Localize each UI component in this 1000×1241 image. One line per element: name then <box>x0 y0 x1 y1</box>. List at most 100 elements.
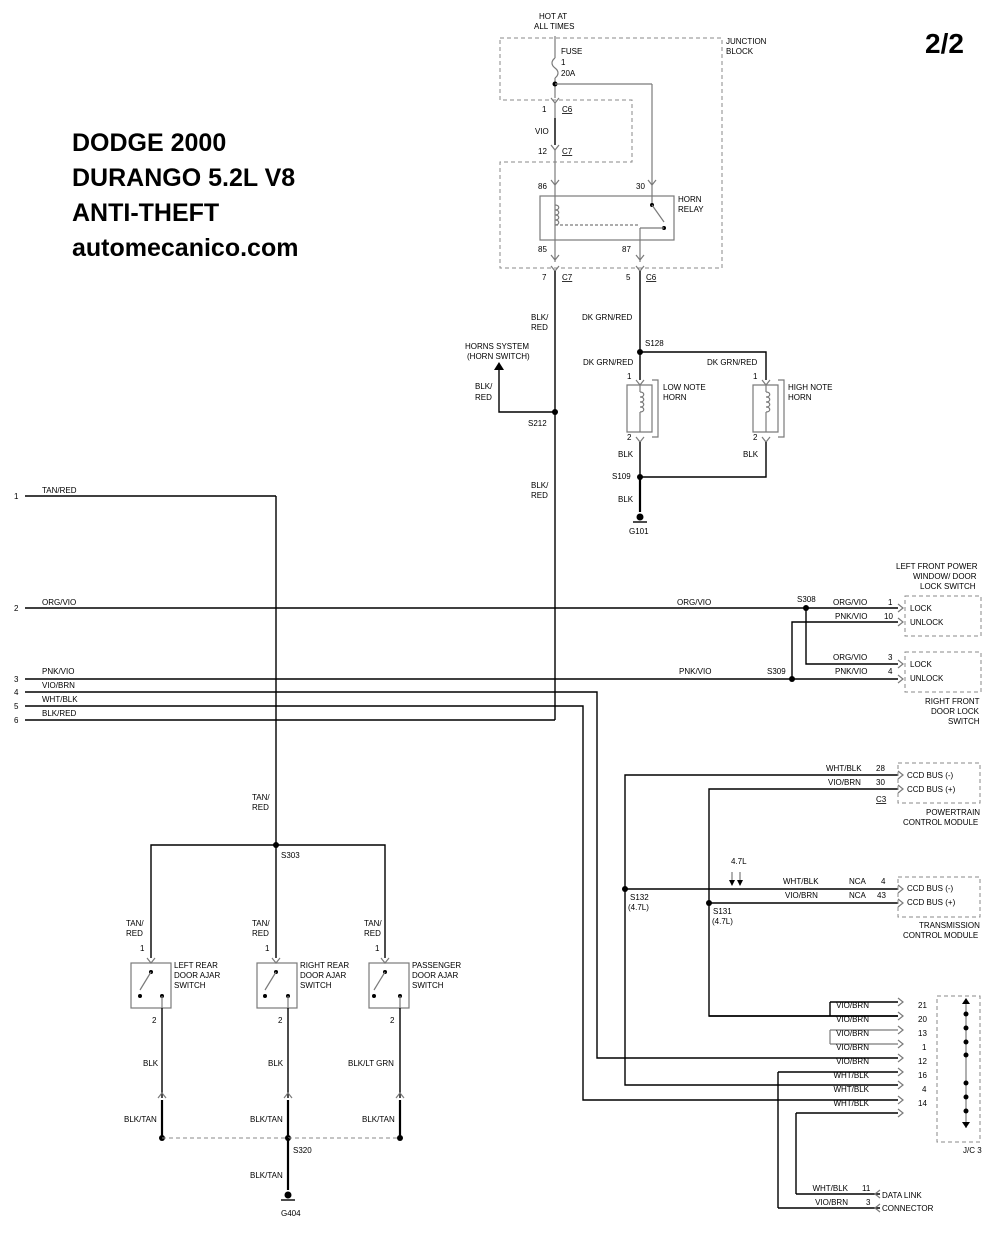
label-nca-2: NCA <box>849 891 867 900</box>
label-unlock-2: UNLOCK <box>910 674 944 683</box>
label-hot-at: HOT AT <box>539 12 567 21</box>
horn-relay <box>539 195 675 272</box>
label-high-horn-pin1: 1 <box>753 372 758 381</box>
label-tan-red: TAN/RED <box>42 486 77 495</box>
label-horns-system-1: HORNS SYSTEM <box>465 342 529 351</box>
label-c6-top: C6 <box>562 105 573 114</box>
label-blk-2: BLK <box>743 450 759 459</box>
passenger-door-ajar-switch <box>368 957 410 1141</box>
label-s131: S131 <box>713 907 732 916</box>
label-jc-pin-1: 1 <box>922 1043 927 1052</box>
label-c6-pin-bot: 5 <box>626 273 631 282</box>
label-blk-tan-3: BLK/TAN <box>362 1115 395 1124</box>
pcm-box <box>897 762 981 804</box>
horn-ground-wires <box>633 442 767 523</box>
label-s132: S132 <box>630 893 649 902</box>
label-lr-1: LEFT REAR <box>174 961 218 970</box>
label-c6-bot: C6 <box>646 273 657 282</box>
label-fuse-rating: 20A <box>561 69 576 78</box>
label-vio: VIO <box>535 127 549 136</box>
label-relay-85: 85 <box>538 245 547 254</box>
label-tan-red-6b: RED <box>126 929 143 938</box>
label-pcm-2: CONTROL MODULE <box>903 818 978 827</box>
label-pin-5: 5 <box>14 702 19 711</box>
label-blk-red-3b: RED <box>531 491 548 500</box>
label-nca-1: NCA <box>849 877 867 886</box>
label-rr-1: RIGHT REAR <box>300 961 349 970</box>
label-c7-bot: C7 <box>562 273 573 282</box>
label-s109: S109 <box>612 472 631 481</box>
fuse-1 <box>551 36 653 196</box>
label-s132-engine: (4.7L) <box>628 903 649 912</box>
label-dkgrnred-2: DK GRN/RED <box>583 358 633 367</box>
label-pin-4: 4 <box>14 688 19 697</box>
label-blk-red-3a: BLK/ <box>531 481 549 490</box>
label-lock-1: LOCK <box>910 604 932 613</box>
low-note-horn <box>626 379 659 443</box>
label-blk-tan-1: BLK/TAN <box>124 1115 157 1124</box>
label-lr-2: DOOR AJAR <box>174 971 220 980</box>
label-dlc-pin-11: 11 <box>862 1184 871 1193</box>
label-unlock-1: UNLOCK <box>910 618 944 627</box>
vio-feed-wire <box>550 97 657 196</box>
label-sw1-pin2: 2 <box>152 1016 157 1025</box>
label-pin-2: 2 <box>14 604 19 613</box>
label-jc-pin-12: 12 <box>918 1057 927 1066</box>
label-ccd-pos-2: CCD BUS (+) <box>907 898 956 907</box>
dk-grn-red-wire <box>635 271 771 386</box>
label-rfd-3: SWITCH <box>948 717 980 726</box>
label-tan-red-7b: RED <box>252 929 269 938</box>
label-c3: C3 <box>876 795 887 804</box>
junction-block-outline <box>499 37 723 269</box>
label-relay-30: 30 <box>636 182 645 191</box>
label-blk-5: BLK <box>268 1059 284 1068</box>
label-lfp-1: LEFT FRONT POWER <box>896 562 978 571</box>
label-sw2-pin1: 1 <box>265 944 270 953</box>
label-tan-red-8b: RED <box>364 929 381 938</box>
label-s320: S320 <box>293 1146 312 1155</box>
label-pd-3: SWITCH <box>412 981 444 990</box>
label-horn-relay-1: HORN <box>678 195 702 204</box>
right-rear-door-ajar-switch <box>256 957 298 1141</box>
label-dlc-2: CONNECTOR <box>882 1204 934 1213</box>
label-jc-pin-21: 21 <box>918 1001 927 1010</box>
label-ccd-pos-1: CCD BUS (+) <box>907 785 956 794</box>
label-dkgrnred-3: DK GRN/RED <box>707 358 757 367</box>
left-front-lock-switch-box <box>904 595 982 637</box>
label-c7-pin-top: 12 <box>538 147 547 156</box>
label-pcm-1: POWERTRAIN <box>926 808 980 817</box>
label-fuse: FUSE <box>561 47 582 56</box>
label-vio-brn-pcm: VIO/BRN <box>828 778 861 787</box>
label-vio-brn-tcm: VIO/BRN <box>785 891 818 900</box>
label-g404: G404 <box>281 1209 301 1218</box>
label-tcm-1: TRANSMISSION <box>919 921 980 930</box>
pnk-vio-wire <box>25 621 898 682</box>
label-blk-3: BLK <box>618 495 634 504</box>
label-tan-red-8a: TAN/ <box>364 919 382 928</box>
label-jc-wire-3: VIO/BRN <box>836 1029 869 1038</box>
title-model: DURANGO 5.2L V8 <box>72 164 296 192</box>
label-blk-red-2a: BLK/ <box>475 382 493 391</box>
label-low-horn-pin1: 1 <box>627 372 632 381</box>
right-front-lock-switch-box <box>904 651 982 693</box>
label-pd-1: PASSENGER <box>412 961 461 970</box>
label-jc-wire-2: VIO/BRN <box>836 1015 869 1024</box>
label-lr-3: SWITCH <box>174 981 206 990</box>
label-tan-red-7a: TAN/ <box>252 919 270 928</box>
label-g101: G101 <box>629 527 649 536</box>
label-dlc-pin-3: 3 <box>866 1198 871 1207</box>
label-jc-pin-4: 4 <box>922 1085 927 1094</box>
label-dlc-wire-2: VIO/BRN <box>815 1198 848 1207</box>
label-fuse-number: 1 <box>561 58 566 67</box>
label-jc3: J/C 3 <box>963 1146 982 1155</box>
blk-red-wire <box>25 271 558 721</box>
label-high-horn-pin2: 2 <box>753 433 758 442</box>
label-blk-red-1b: RED <box>531 323 548 332</box>
label-s303: S303 <box>281 851 300 860</box>
label-blk-tan-4: BLK/TAN <box>250 1171 283 1180</box>
jc3-pin-arrows <box>874 997 904 1213</box>
label-junction: JUNCTION <box>726 37 767 46</box>
label-blk-red-4: BLK/RED <box>42 709 76 718</box>
label-sw3-pin1: 1 <box>375 944 380 953</box>
label-blk-tan-2: BLK/TAN <box>250 1115 283 1124</box>
